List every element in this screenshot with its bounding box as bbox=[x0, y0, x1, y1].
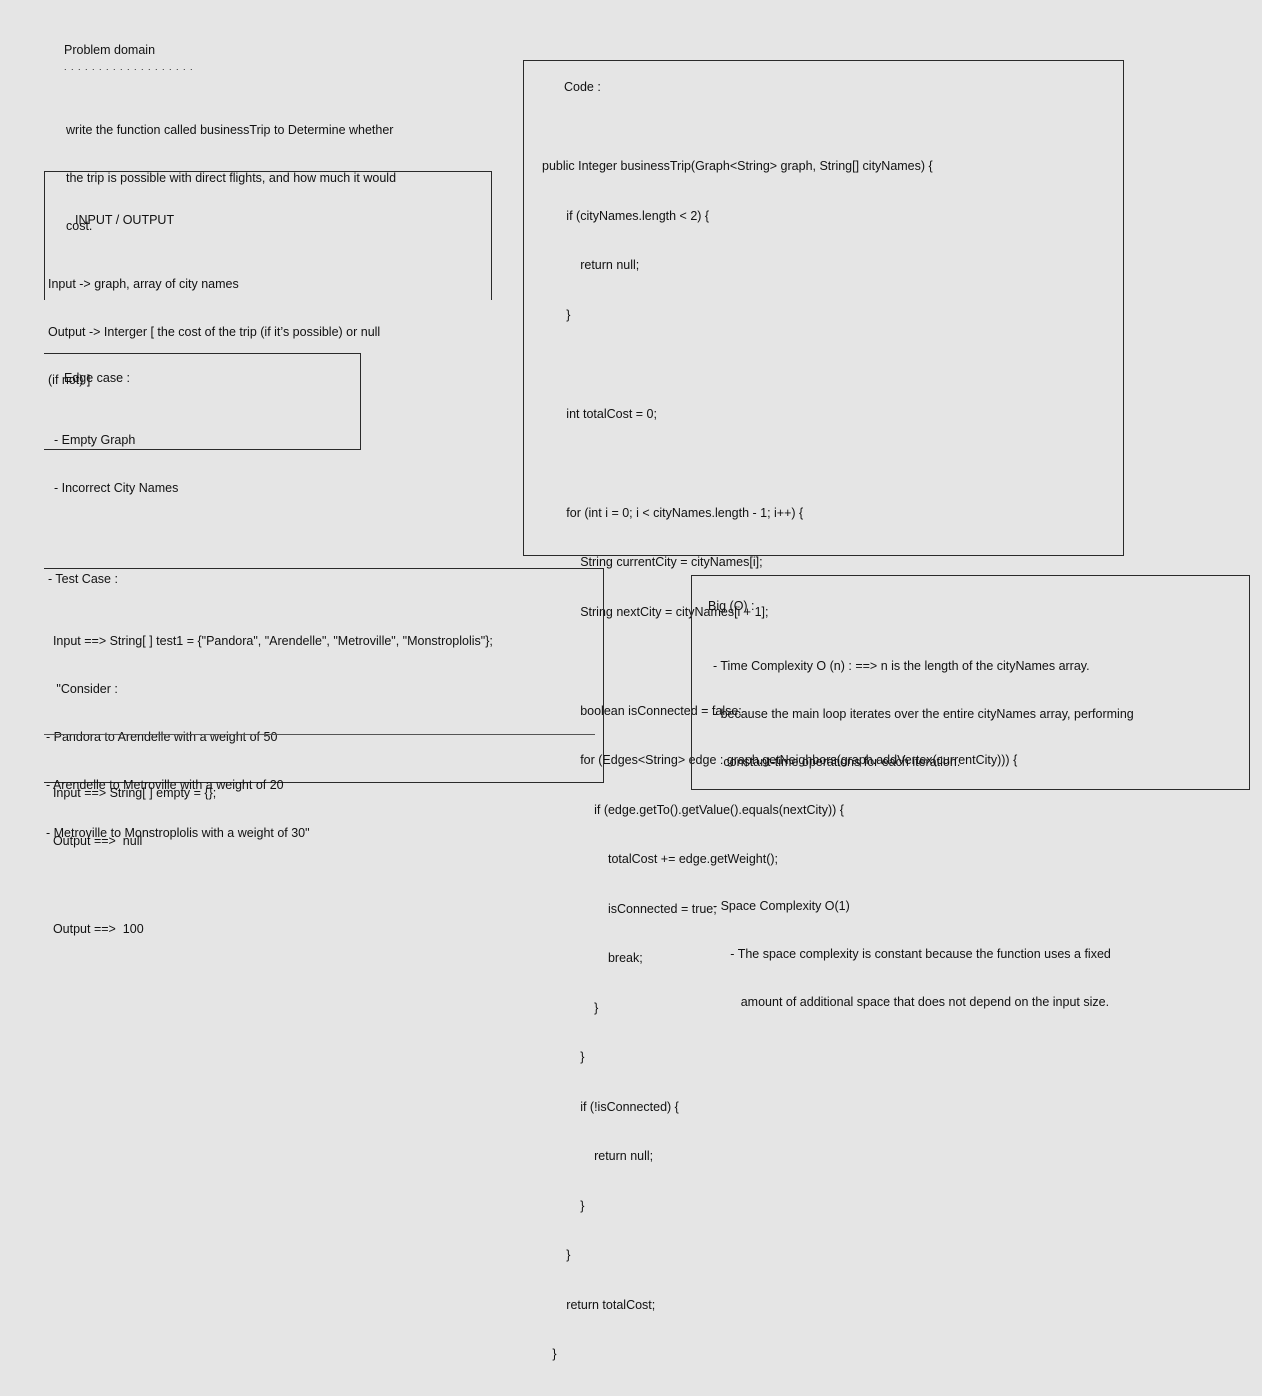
io-title: INPUT / OUTPUT bbox=[75, 213, 175, 227]
problem-dots-divider: . . . . . . . . . . . . . . . . . . . bbox=[64, 62, 194, 72]
test-case-title: - Test Case : bbox=[48, 572, 118, 586]
test-case-divider bbox=[44, 734, 595, 735]
test-case-line: - Pandora to Arendelle with a weight of … bbox=[46, 730, 278, 744]
edge-case-box: Edge case : - Empty Graph - Incorrect Ci… bbox=[44, 353, 361, 495]
big-o-line bbox=[706, 802, 1134, 818]
code-line bbox=[542, 356, 1017, 373]
io-line: Input -> graph, array of city names bbox=[48, 277, 239, 291]
problem-line: the trip is possible with direct flights… bbox=[66, 171, 397, 185]
code-box: Code : public Integer businessTrip(Graph… bbox=[523, 60, 1124, 1361]
io-content: Input -> graph, array of city names Outp… bbox=[48, 244, 380, 420]
edge-case-list: - Empty Graph - Incorrect City Names bbox=[54, 400, 178, 528]
code-line: return null; bbox=[542, 258, 640, 272]
test-case-line: - Arendelle to Metroville with a weight … bbox=[46, 778, 284, 792]
problem-line: write the function called businessTrip t… bbox=[66, 123, 394, 137]
big-o-line: - because the main loop iterates over th… bbox=[706, 707, 1134, 721]
big-o-line: constant-time operations for each iterat… bbox=[706, 755, 961, 769]
big-o-box: Big (O) : - Time Complexity O (n) : ==> … bbox=[691, 575, 1250, 1009]
code-line bbox=[542, 455, 1017, 472]
code-line: String currentCity = cityNames[i]; bbox=[542, 555, 763, 569]
code-line: for (int i = 0; i < cityNames.length - 1… bbox=[542, 505, 804, 520]
big-o-title: Big (O) : bbox=[708, 599, 755, 613]
code-line: for (Edges<String> edge : graph.getNeigh… bbox=[542, 753, 1018, 767]
big-o-line: - Space Complexity O(1) bbox=[706, 899, 850, 913]
code-line: int totalCost = 0; bbox=[542, 406, 657, 421]
io-box-left-border bbox=[44, 171, 45, 300]
io-line: Output -> Interger [ the cost of the tri… bbox=[48, 325, 381, 339]
code-line: String nextCity = cityNames[i + 1]; bbox=[542, 604, 769, 619]
big-o-line: amount of additional space that does not… bbox=[706, 995, 1110, 1009]
code-title: Code : bbox=[564, 80, 601, 94]
code-line: if (!isConnected) { bbox=[542, 1099, 679, 1114]
problem-description: write the function called businessTrip t… bbox=[66, 90, 396, 250]
big-o-content: - Time Complexity O (n) : ==> n is the l… bbox=[706, 626, 1134, 1042]
edge-case-item: - Incorrect City Names bbox=[54, 481, 179, 495]
test-case-2: Input ==> String[ ] empty = {}; Output =… bbox=[46, 753, 216, 881]
code-line: } bbox=[542, 1248, 571, 1262]
code-line: if (cityNames.length < 2) { bbox=[542, 208, 710, 223]
code-line: public Integer businessTrip(Graph<String… bbox=[542, 159, 933, 173]
code-line: } bbox=[542, 1198, 585, 1213]
edge-case-item: - Empty Graph bbox=[54, 433, 136, 447]
big-o-line: - Time Complexity O (n) : ==> n is the l… bbox=[706, 659, 1090, 673]
io-box: INPUT / OUTPUT Input -> graph, array of … bbox=[44, 171, 492, 387]
code-line: return null; bbox=[542, 1149, 654, 1163]
code-line: } bbox=[542, 1050, 585, 1064]
big-o-line bbox=[706, 850, 1134, 866]
code-line: } bbox=[542, 307, 571, 322]
io-line: (if not) ] bbox=[48, 373, 91, 387]
big-o-line: - The space complexity is constant becau… bbox=[706, 947, 1111, 961]
code-line: } bbox=[542, 1347, 557, 1361]
code-line: return totalCost; bbox=[542, 1297, 656, 1312]
code-line: boolean isConnected = false; bbox=[542, 703, 742, 718]
test-case-box: - Test Case : Input ==> String[ ] test1 … bbox=[44, 568, 604, 936]
test-case-line: "Consider : bbox=[46, 682, 118, 696]
problem-title: Problem domain bbox=[64, 43, 156, 57]
test-case-line: Input ==> String[ ] empty = {}; bbox=[46, 786, 217, 800]
edge-case-title: Edge case : bbox=[64, 371, 131, 385]
problem-line: cost. bbox=[66, 219, 93, 233]
test-case-line: Input ==> String[ ] test1 = {"Pandora", … bbox=[46, 634, 493, 648]
test-case-line: Output ==> null bbox=[46, 834, 143, 848]
test-case-line: Output ==> 100 bbox=[46, 922, 144, 936]
